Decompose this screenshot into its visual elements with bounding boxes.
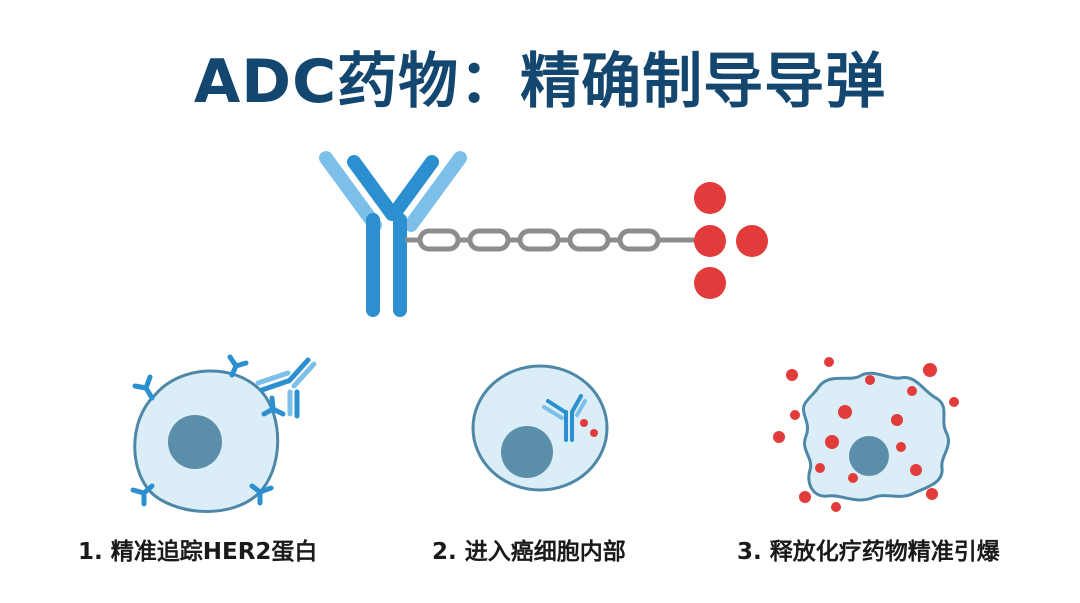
cell-internalized-adc-icon (471, 364, 609, 492)
step-2-label: 2. 进入癌细胞内部 (432, 539, 626, 565)
antibody-icon (319, 151, 467, 317)
cell-with-receptors-icon (130, 354, 317, 513)
step-3-label: 3. 释放化疗药物精准引爆 (737, 539, 1000, 565)
linker-chain-icon (405, 228, 695, 252)
payload-cluster-icon (694, 182, 768, 299)
ruptured-cell-icon (773, 357, 959, 512)
step-1-label: 1. 精准追踪HER2蛋白 (78, 539, 318, 565)
page-title: ADC药物：精确制导导弹 (193, 47, 887, 117)
